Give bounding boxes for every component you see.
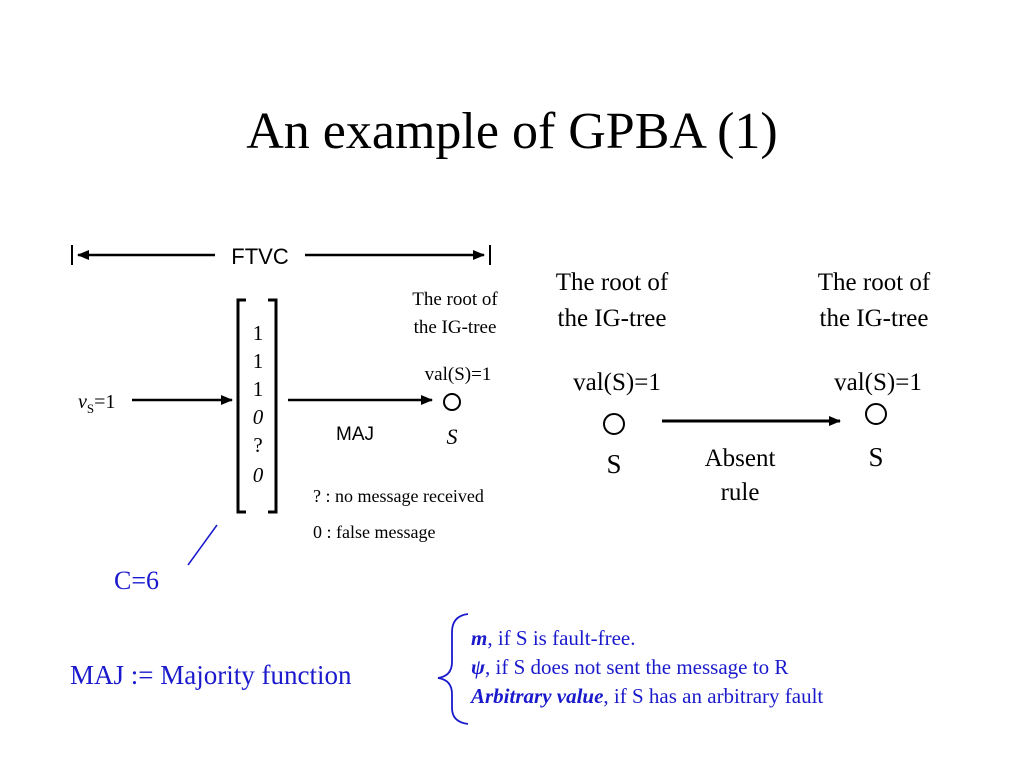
vector-right-bracket [268, 298, 278, 514]
case-condition: , if S has an arbitrary fault [603, 684, 824, 708]
slide-title: An example of GPBA (1) [246, 103, 778, 160]
cases-brace [437, 613, 469, 725]
legend-false-message: 0 : false message [313, 522, 435, 542]
vector-entry: 1 [253, 321, 264, 345]
before-node-label: S [606, 449, 621, 479]
absent-rule-line1: Absent [705, 445, 776, 472]
case-term: Arbitrary value [471, 684, 604, 708]
after-root-line1: The root of [818, 269, 931, 296]
case-row: m, if S is fault-free. [471, 624, 823, 653]
after-root-val: val(S)=1 [834, 369, 922, 396]
input-label: vS=1 [78, 391, 115, 416]
legend-no-message: ? : no message received [313, 486, 484, 506]
before-root-line1: The root of [556, 269, 669, 296]
vector-entry: 1 [253, 349, 264, 373]
root-val: val(S)=1 [425, 364, 492, 385]
vector-entry: 1 [253, 377, 264, 401]
maj-cases: m, if S is fault-free. ψ, if S does not … [471, 624, 823, 711]
vector-entry: 0 [253, 463, 264, 487]
vector-left-bracket [236, 298, 246, 514]
root-node-circle [443, 393, 461, 411]
after-node-circle [865, 403, 887, 425]
before-root-val: val(S)=1 [573, 369, 661, 396]
vector-entry: 0 [253, 405, 264, 429]
ftvc-label: FTVC [231, 244, 289, 269]
maj-definition: MAJ := Majority function [70, 660, 352, 690]
root-label-line2: the IG-tree [414, 317, 497, 338]
before-node-circle [603, 413, 625, 435]
case-row: Arbitrary value, if S has an arbitrary f… [471, 682, 823, 711]
case-term: ψ [471, 655, 486, 679]
maj-label: MAJ [336, 424, 374, 445]
case-condition: , if S does not sent the message to R [485, 655, 789, 679]
root-label-line1: The root of [412, 289, 498, 310]
c-pointer-line [187, 524, 218, 566]
case-term: m [471, 626, 488, 650]
after-root-line2: the IG-tree [820, 305, 929, 332]
c-label: C=6 [114, 566, 160, 595]
before-root-line2: the IG-tree [558, 305, 667, 332]
after-node-label: S [868, 442, 883, 472]
case-condition: , if S is fault-free. [487, 626, 636, 650]
absent-rule-line2: rule [721, 479, 760, 506]
case-row: ψ, if S does not sent the message to R [471, 653, 823, 682]
root-node-label: S [447, 424, 458, 449]
vector-entry: ? [253, 433, 262, 457]
